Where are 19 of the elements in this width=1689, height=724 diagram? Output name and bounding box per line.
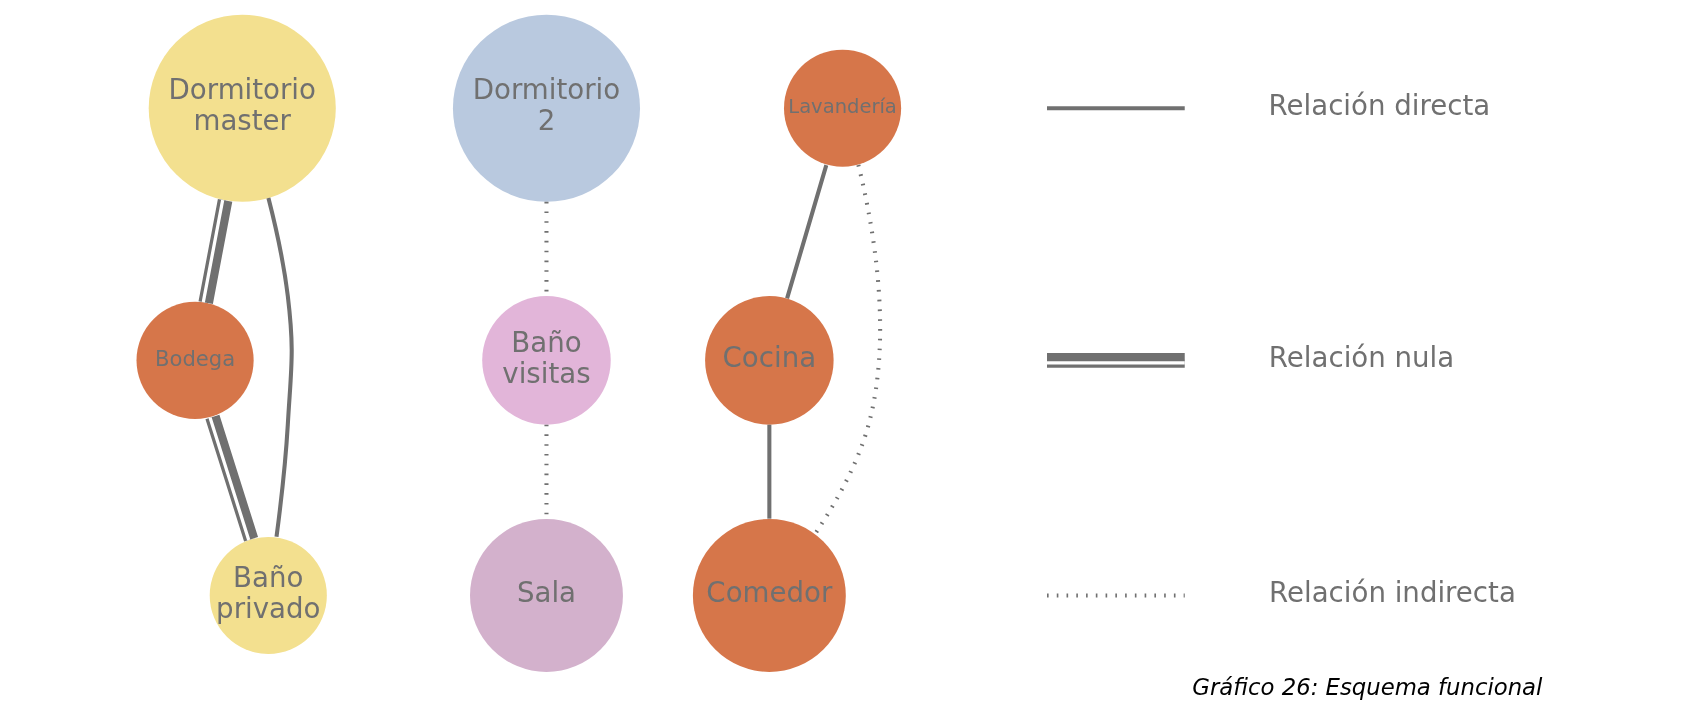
legend-label: Relación indirecta xyxy=(1268,576,1516,610)
connector xyxy=(784,164,828,299)
node-circle: Comedor xyxy=(692,519,846,672)
node-circle: Dormitorio 2 xyxy=(452,14,640,202)
connector xyxy=(812,164,882,536)
connector xyxy=(265,197,294,538)
connector xyxy=(204,414,258,542)
caption: Gráfico 26: Esquema funcional xyxy=(1191,674,1542,701)
node-circle: Cocina xyxy=(704,296,834,425)
node-circle: Baño privado xyxy=(209,536,327,654)
legend-label: Relación nula xyxy=(1268,341,1454,375)
node-circle: Sala xyxy=(469,519,623,672)
node-circle: Baño visitas xyxy=(481,296,611,425)
connector xyxy=(766,424,771,519)
connector xyxy=(198,199,232,304)
node-circle: Dormitorio master xyxy=(148,14,336,202)
legend-label: Relación directa xyxy=(1268,88,1490,122)
node-circle: Bodega xyxy=(136,301,254,419)
node-circle: Lavandería xyxy=(783,49,901,167)
